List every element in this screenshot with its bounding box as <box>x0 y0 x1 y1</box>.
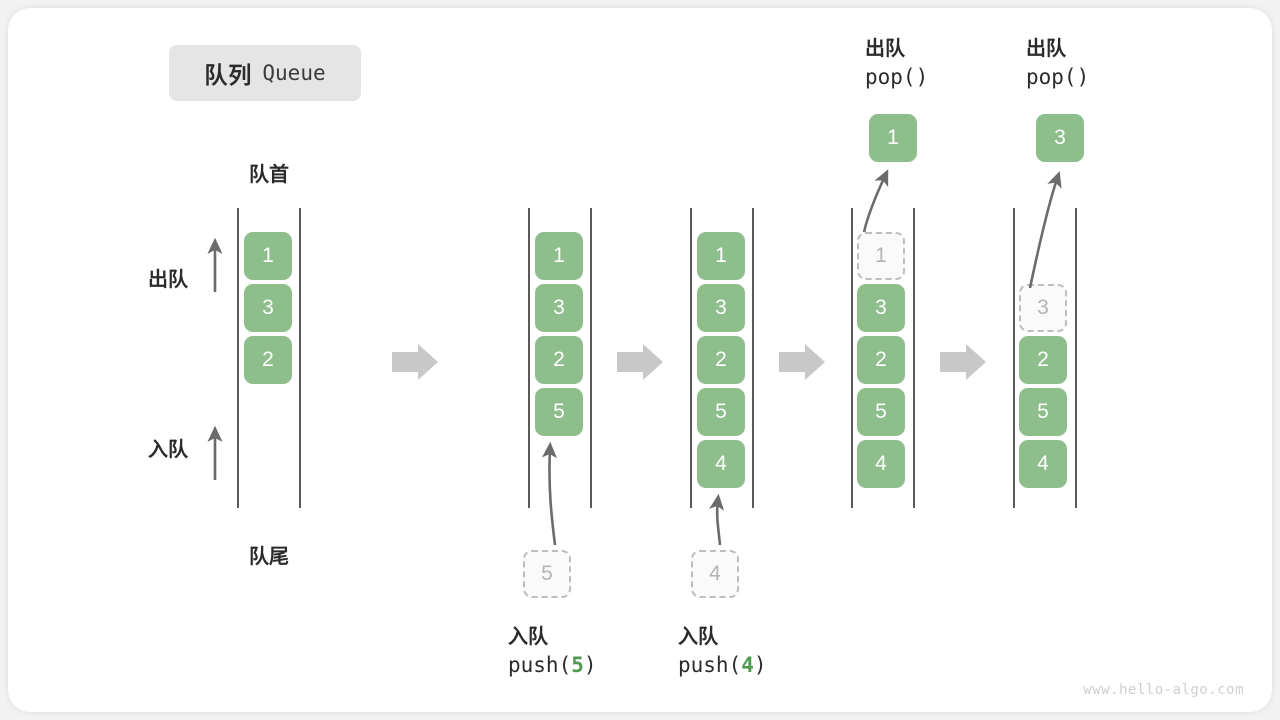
queue-4-caption: 出队 pop() <box>865 32 928 89</box>
queue-1-rail-left <box>237 208 239 508</box>
queue-3-cell-0: 1 <box>697 232 745 280</box>
queue-5-cell-4: 4 <box>1019 440 1067 488</box>
queue-4-rail-right <box>913 208 915 508</box>
queue-5-caption-line1: 出队 <box>1026 38 1066 60</box>
queue-3-rail-right <box>752 208 754 508</box>
queue-1-cell-2: 2 <box>244 336 292 384</box>
title-en: Queue <box>262 61 326 85</box>
queue-4-caption-line2: pop() <box>865 65 929 89</box>
queue-3-incoming-ghost: 4 <box>691 550 739 598</box>
queue-3-caption-line1: 入队 <box>678 626 718 648</box>
queue-5-caption: 出队 pop() <box>1026 32 1089 89</box>
queue-3-cell-3: 5 <box>697 388 745 436</box>
queue-4-cell-4: 4 <box>857 440 905 488</box>
queue-2-caption-close: ) <box>583 653 597 677</box>
queue-5-caption-line2: pop() <box>1026 65 1090 89</box>
queue-2-rail-left <box>528 208 530 508</box>
queue-4-cell-3: 5 <box>857 388 905 436</box>
queue-2-cell-1: 3 <box>535 284 583 332</box>
queue-5-cell-3: 5 <box>1019 388 1067 436</box>
title-cn: 队列 <box>204 62 253 88</box>
queue-5-rail-left <box>1013 208 1015 508</box>
queue-3-cell-2: 2 <box>697 336 745 384</box>
queue-4-cell-0: 1 <box>857 232 905 280</box>
queue-2-caption-op: push( <box>508 653 572 677</box>
queue-5-popped-cell: 3 <box>1036 114 1084 162</box>
queue-3-caption: 入队 push(4) <box>678 620 767 677</box>
queue-3-caption-close: ) <box>753 653 767 677</box>
queue-2-incoming-ghost: 5 <box>523 550 571 598</box>
queue-3-cell-4: 4 <box>697 440 745 488</box>
queue-3-cell-1: 3 <box>697 284 745 332</box>
queue-4-rail-left <box>851 208 853 508</box>
queue-2-caption-line1: 入队 <box>508 626 548 648</box>
queue-5-cell-2: 2 <box>1019 336 1067 384</box>
queue-4-caption-line1: 出队 <box>865 38 905 60</box>
queue-3-caption-num: 4 <box>741 653 754 677</box>
queue-4-cell-1: 3 <box>857 284 905 332</box>
queue-3-caption-line2: push(4) <box>678 653 767 677</box>
diagram-card <box>8 8 1272 712</box>
queue-2-rail-right <box>590 208 592 508</box>
queue-1-cell-1: 3 <box>244 284 292 332</box>
queue-2-caption: 入队 push(5) <box>508 620 597 677</box>
queue-2-cell-2: 2 <box>535 336 583 384</box>
diagram-title-chip: 队列 Queue <box>169 45 361 101</box>
queue-4-popped-cell: 1 <box>869 114 917 162</box>
queue-2-caption-num: 5 <box>571 653 584 677</box>
dequeue-side-label: 出队 <box>148 269 188 291</box>
queue-5-cell-1: 3 <box>1019 284 1067 332</box>
queue-4-cell-2: 2 <box>857 336 905 384</box>
watermark: www.hello-algo.com <box>1083 682 1244 698</box>
front-label: 队首 <box>249 164 289 186</box>
queue-3-caption-op: push( <box>678 653 742 677</box>
rear-label: 队尾 <box>249 546 289 568</box>
queue-2-cell-0: 1 <box>535 232 583 280</box>
queue-3-rail-left <box>690 208 692 508</box>
enqueue-side-label: 入队 <box>148 439 188 461</box>
queue-1-rail-right <box>299 208 301 508</box>
queue-5-rail-right <box>1075 208 1077 508</box>
queue-2-cell-3: 5 <box>535 388 583 436</box>
queue-2-caption-line2: push(5) <box>508 653 597 677</box>
queue-1-cell-0: 1 <box>244 232 292 280</box>
